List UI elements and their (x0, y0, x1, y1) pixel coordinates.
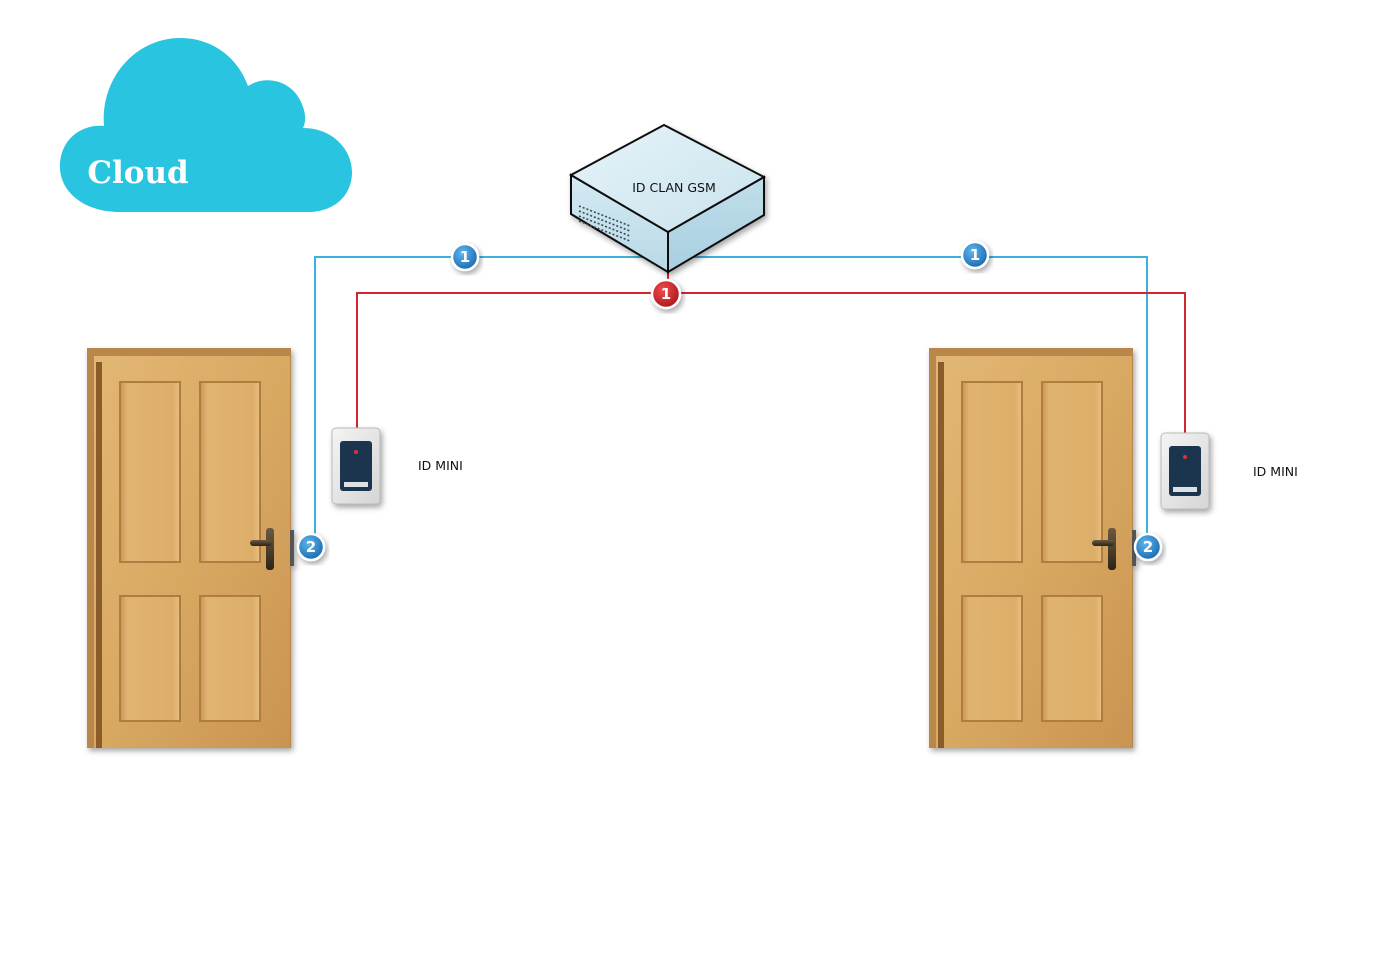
badge-number: 1 (460, 248, 470, 266)
controller-top-face (568, 123, 767, 234)
reader-left (331, 427, 381, 505)
door-panel (1041, 595, 1103, 722)
reader-led-icon (354, 450, 358, 454)
badge-red-center: 1 (650, 278, 682, 310)
blue-link-left (314, 256, 668, 538)
cloud-shape (59, 38, 353, 212)
cloud-label: Cloud (87, 155, 188, 191)
connections (314, 256, 1186, 538)
door-edge (938, 362, 944, 748)
reader-brand-strip (1173, 487, 1197, 492)
badge-blue-right: 1 (960, 240, 990, 270)
door-panel (961, 595, 1023, 722)
badge-number: 2 (1143, 538, 1153, 556)
badge-number: 1 (970, 246, 980, 264)
blue-link-right (668, 256, 1148, 538)
door-right (929, 348, 1136, 748)
red-link-left (356, 292, 668, 428)
reader-right (1160, 432, 1210, 510)
badge-number: 2 (306, 538, 316, 556)
badge-number: 1 (661, 285, 671, 303)
door-panel (119, 595, 181, 722)
door-panel (199, 381, 261, 563)
controller-vents (578, 205, 631, 242)
controller-label: ID CLAN GSM (632, 180, 716, 195)
reader-face (340, 441, 372, 491)
door-handle-icon (250, 528, 274, 570)
door-left (87, 348, 294, 748)
badge-blue-left: 1 (450, 242, 480, 272)
door-panel (119, 381, 181, 563)
controller-device (568, 123, 767, 274)
door-handle-icon (1092, 528, 1116, 570)
cloud-icon: Cloud (59, 38, 353, 212)
door-panel (961, 381, 1023, 563)
reader-brand-strip (344, 482, 368, 487)
door-panel (199, 595, 261, 722)
reader-face (1169, 446, 1201, 496)
badge-door-right: 2 (1133, 532, 1163, 562)
reader-right-label: ID MINI (1253, 464, 1298, 479)
door-panel (1041, 381, 1103, 563)
door-strike (290, 530, 294, 566)
door-edge (96, 362, 102, 748)
badge-door-left: 2 (296, 532, 326, 562)
red-link-right (668, 292, 1186, 434)
reader-left-label: ID MINI (418, 458, 463, 473)
reader-led-icon (1183, 455, 1187, 459)
